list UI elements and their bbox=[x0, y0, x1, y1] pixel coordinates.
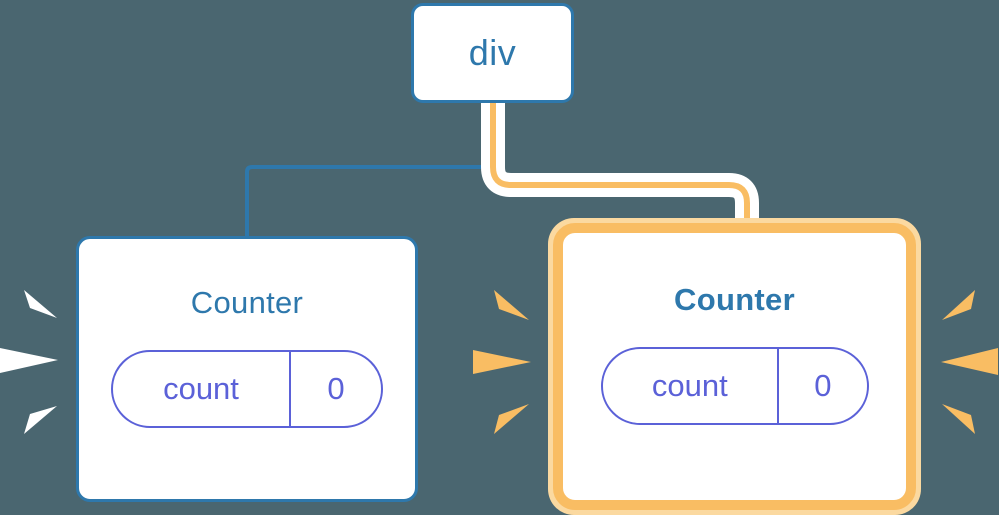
spark-ray bbox=[0, 348, 58, 373]
spark-ray bbox=[473, 350, 531, 374]
wire-div-to-counter-left bbox=[245, 103, 495, 238]
spark-burst-middle-orange bbox=[473, 290, 531, 434]
node-div-label: div bbox=[468, 32, 517, 73]
spark-ray bbox=[494, 404, 529, 434]
state-pill-left: count 0 bbox=[111, 350, 383, 428]
spark-ray bbox=[941, 348, 998, 375]
state-value-label: 0 bbox=[289, 352, 381, 426]
node-counter-right-ring: Counter count 0 bbox=[553, 223, 916, 510]
node-counter-left-title: Counter bbox=[190, 285, 304, 320]
state-key-label: count bbox=[163, 371, 239, 406]
spark-ray bbox=[24, 290, 57, 318]
node-counter-right-title: Counter bbox=[674, 282, 795, 317]
wire-div-to-counter-right-halo bbox=[481, 103, 759, 232]
spark-ray bbox=[942, 404, 975, 434]
node-div[interactable]: div bbox=[411, 3, 574, 103]
spark-ray bbox=[494, 290, 529, 320]
spark-ray bbox=[24, 406, 57, 434]
state-value-label: 0 bbox=[777, 349, 866, 423]
spark-burst-right-orange bbox=[941, 290, 998, 434]
spark-ray bbox=[942, 290, 975, 320]
state-pill-right: count 0 bbox=[600, 347, 869, 425]
node-counter-right[interactable]: Counter count 0 bbox=[568, 238, 901, 495]
wire-div-to-counter-right bbox=[490, 103, 750, 232]
node-counter-left[interactable]: Counter count 0 bbox=[76, 236, 418, 502]
spark-burst-left-white bbox=[0, 290, 58, 434]
state-key-label: count bbox=[651, 368, 728, 403]
node-counter-right-highlight: Counter count 0 bbox=[548, 218, 921, 515]
